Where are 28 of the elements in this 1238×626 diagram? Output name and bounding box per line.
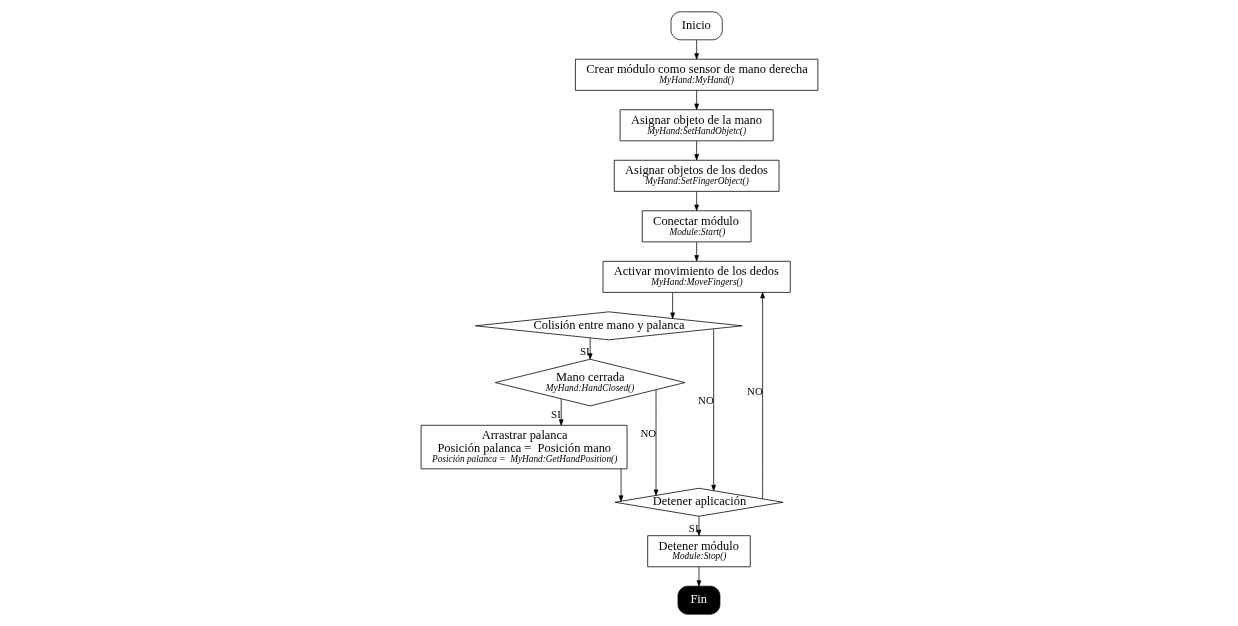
arrow: [669, 292, 675, 319]
node-box: Activar movimiento de los dedos MyHand:MoveFingers(): [602, 260, 791, 293]
arrow: [558, 398, 563, 426]
arrow: [587, 337, 592, 360]
node-diamond: Mano cerrada MyHand:HandClosed(): [494, 358, 685, 407]
node-box: Conectar módulo Module:Start(): [641, 210, 751, 243]
arrow: [693, 191, 699, 211]
node-box: Inicio: [670, 11, 723, 41]
arrow: [618, 468, 623, 502]
arrow: [710, 328, 716, 491]
edge-label: SI: [550, 408, 561, 421]
node-box: Fin: [677, 585, 720, 615]
arrow: [693, 140, 699, 161]
node-box: Arrastrar palanca Posición palanca = Posición mano Posición palanca = MyHand:GetHandPosition(): [420, 424, 627, 470]
arrow: [696, 566, 701, 587]
arrow: [693, 39, 699, 60]
node-box: Asignar objetos de los dedos MyHand:SetFingerObject(): [613, 159, 779, 192]
edge-label: NO: [639, 426, 656, 439]
arrow: [696, 516, 701, 536]
edge-label: SI: [579, 344, 590, 357]
node-box: Detener módulo Module:Stop(): [646, 535, 751, 568]
arrow: [693, 90, 699, 110]
edge-label: SI: [688, 521, 699, 534]
arrow: [653, 389, 658, 496]
node-box: Asignar objeto de la mano MyHand:SetHandObjetc(): [619, 109, 774, 142]
node-box: Crear módulo como sensor de mano derecha MyHand:MyHand(): [574, 58, 818, 91]
arrow: [759, 292, 765, 500]
arrow: [693, 241, 699, 262]
